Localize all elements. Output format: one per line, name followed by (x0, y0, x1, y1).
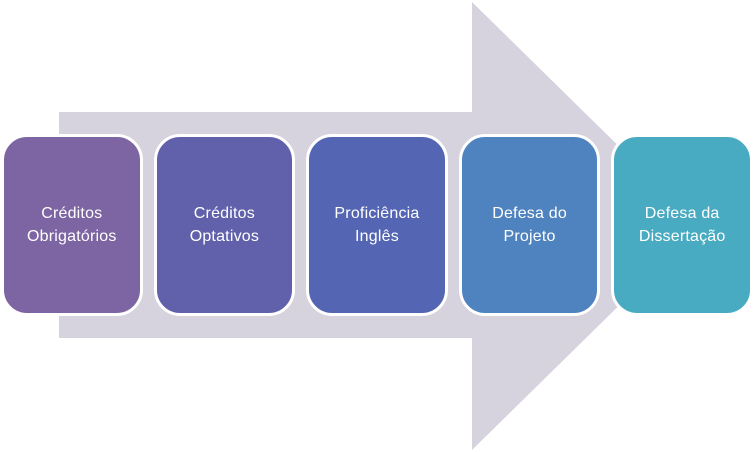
step-label: Defesa da Dissertação (638, 204, 726, 245)
step-label: Créditos Obrigatórios (27, 204, 117, 245)
process-step-defesa-projeto: Defesa do Projeto (458, 134, 601, 316)
steps-row: Créditos Obrigatórios Créditos Optativos… (1, 134, 753, 316)
process-step-defesa-dissertacao: Defesa da Dissertação (611, 134, 753, 316)
process-step-creditos-optativos: Créditos Optativos (153, 134, 296, 316)
process-step-creditos-obrigatorios: Créditos Obrigatórios (1, 134, 143, 316)
process-step-proficiencia-ingles: Proficiência Inglês (306, 134, 448, 316)
step-label: Defesa do Projeto (492, 204, 567, 245)
step-label: Créditos Optativos (189, 204, 260, 245)
step-label: Proficiência Inglês (334, 204, 420, 245)
